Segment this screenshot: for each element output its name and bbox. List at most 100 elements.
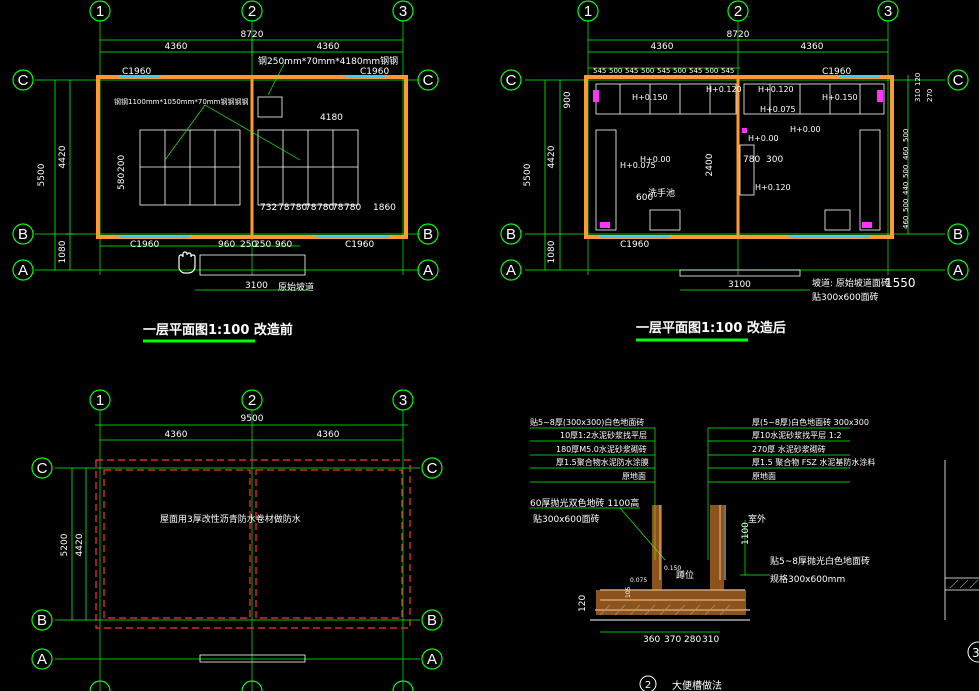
axis-a-label: A [427, 651, 437, 668]
right-dim: 270 [926, 89, 934, 102]
right-layer: 厚1.5 聚合物 FSZ 水泥基防水涂料 [752, 457, 875, 467]
stall-dim: 780 [290, 203, 307, 213]
axis-c-label: C [506, 72, 517, 89]
left-layer: 原地面 [622, 471, 646, 481]
dim-200: 200 [117, 155, 127, 172]
level-label: H+0.150 [822, 93, 858, 102]
dim-bay-right: 4360 [801, 42, 824, 52]
top-dim: 545 [593, 67, 606, 75]
note-bottom: 原始坡道 [278, 281, 314, 293]
plan-after-title: 一层平面图1:100 改造后 [636, 320, 786, 336]
plan-after: 1 2 3 C B A C B A 8720 4360 4360 545 500… [500, 0, 969, 342]
dim-height-cb: 4420 [58, 145, 68, 168]
axis-c-label: C [423, 72, 434, 89]
note-tile: 贴300x600面砖 [533, 513, 600, 525]
right-dim: 500 [902, 129, 910, 142]
top-dim: 545 [657, 67, 670, 75]
dim-bay-right: 4360 [317, 42, 340, 52]
axis-3-label: 3 [399, 392, 407, 409]
left-layer: 10厚1:2水泥砂浆找平层 [560, 430, 647, 440]
top-dim-chain: 545 500 545 500 545 500 545 500 545 [593, 67, 734, 75]
stall-dim: 78 [305, 203, 317, 213]
dim-120: 120 [578, 595, 588, 612]
level-label: H+0.150 [632, 93, 668, 102]
axis-a-label: A [953, 262, 963, 279]
axis-2-label: 2 [248, 3, 256, 20]
axis-b-label: B [423, 226, 433, 243]
axis-3-label: 3 [884, 3, 892, 20]
bottom-dim: 370 [664, 635, 681, 645]
right-layer: 原地面 [752, 471, 776, 481]
roof-note: 屋面用3厚改性沥青防水卷材做防水 [160, 513, 301, 525]
axis-c-label: C [427, 460, 438, 477]
dim-height-ba: 1080 [58, 240, 68, 263]
axis-c-label: C [953, 72, 964, 89]
note-1550: 1550 [885, 276, 916, 290]
window-label: C1960 [360, 67, 389, 77]
window-label: C1960 [620, 240, 649, 250]
note-right2: 规格300x600mm [770, 573, 845, 585]
label-wash: 洗手池 [648, 187, 675, 199]
note-ramp-tile: 贴300x600面砖 [812, 291, 879, 303]
dim-3100: 3100 [245, 281, 268, 291]
note-pit: 蹲位 [676, 569, 694, 581]
axis-b-label: B [427, 612, 437, 629]
level-label: H+0.120 [706, 85, 742, 94]
stall-dim: 780 [317, 203, 334, 213]
right-dim-chain: 120 310 270 500 460 500 440 500 460 [902, 73, 934, 229]
dim-2400: 2400 [705, 153, 715, 176]
axis-a-label: A [18, 262, 28, 279]
dim-250: 250 [240, 240, 257, 250]
window-label: C1960 [345, 240, 374, 250]
dim-height-total: 5200 [60, 533, 70, 556]
dim-900: 900 [563, 91, 573, 108]
right-dim: 460 [902, 216, 910, 229]
axis-1-label: 1 [584, 3, 592, 20]
dim-300: 300 [766, 155, 783, 165]
dim-bay-right: 4360 [317, 430, 340, 440]
dim-height-total: 5500 [37, 163, 47, 186]
dim-960: 960 [218, 240, 235, 250]
dim-0075: 0.075 [630, 577, 647, 584]
dim-960: 960 [275, 240, 292, 250]
stall-dim: 732 [260, 203, 277, 213]
dim-overall-width: 9500 [241, 414, 264, 424]
dim-height-ba: 1080 [547, 240, 557, 263]
axis-b-label: B [506, 226, 516, 243]
right-layer: 厚10水泥砂浆找平层 1:2 [752, 430, 842, 440]
level-label: H+0.075 [760, 105, 796, 114]
axis-a-label: A [37, 651, 47, 668]
toilet-trough-detail: 贴5~8厚(300x300)白色地面砖 10厚1:2水泥砂浆找平层 180厚M5… [530, 417, 979, 691]
bottom-dim: 280 [684, 635, 701, 645]
axis-1-label: 1 [96, 392, 104, 409]
right-dim: 310 [914, 89, 922, 102]
dim-height-cb: 4420 [547, 145, 557, 168]
detail-title: 大便槽做法 [672, 679, 722, 691]
right-dim: 440 [902, 182, 910, 195]
level-label: H+0.075 [620, 161, 656, 170]
dim-height-cb: 4420 [75, 533, 85, 556]
dim-105: 105 [625, 586, 632, 598]
top-dim: 500 [705, 67, 718, 75]
level-label: H+0.120 [758, 85, 794, 94]
dim-580: 580 [117, 173, 127, 190]
window-label: C1960 [122, 67, 151, 77]
axis-b-label: B [37, 612, 47, 629]
detail-circle-no: 2 [645, 680, 651, 691]
dim-1860: 1860 [373, 203, 396, 213]
dim-bay-left: 4360 [165, 430, 188, 440]
dim-780: 780 [743, 155, 760, 165]
bottom-dim: 360 [643, 635, 660, 645]
window-label: C1960 [822, 67, 851, 77]
left-layer: 180厚M5.0水泥砂浆砌砖 [556, 444, 647, 454]
note-60: 60厚抛光双色地砖 1100高 [530, 497, 639, 509]
axis-b-label: B [953, 226, 963, 243]
dim-height-total: 5500 [523, 163, 533, 186]
note-ramp: 坡道: 原始坡道面砖 [812, 277, 890, 289]
plan-before-title: 一层平面图1:100 改造前 [143, 322, 293, 338]
dim-4180: 4180 [320, 113, 343, 123]
bottom-dim: 310 [702, 635, 719, 645]
dim-250: 250 [254, 240, 271, 250]
hand-cursor-icon [178, 251, 196, 274]
